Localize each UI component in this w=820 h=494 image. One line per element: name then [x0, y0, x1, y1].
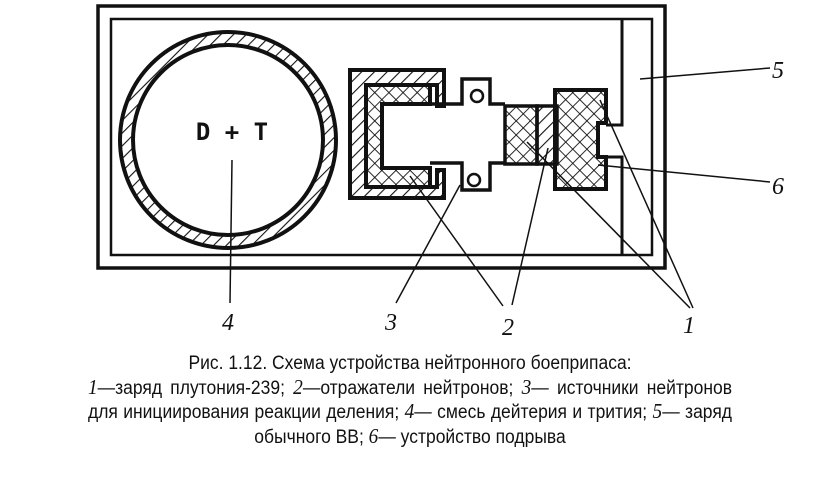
caption-item-2: —отражатели нейтронов;: [302, 377, 514, 399]
callout-5: 5: [772, 58, 784, 84]
callout-4: 4: [222, 310, 234, 336]
caption-item-5: — заряд обычного ВВ;: [254, 402, 732, 448]
figure-caption: Рис. 1.12. Схема устройства нейтронного …: [33, 352, 787, 449]
caption-item-6: — устройство подрыва: [378, 426, 566, 448]
callout-1: 1: [683, 313, 695, 339]
caption-num-3: 3: [521, 374, 532, 399]
callout-2: 2: [502, 315, 514, 341]
caption-item-1: —заряд плутония-239;: [97, 377, 285, 399]
caption-item-4: — смесь дейтерия и трития;: [414, 402, 648, 423]
callout-6: 6: [772, 174, 784, 200]
dt-label: D + T: [196, 118, 268, 146]
neutron-source-bottom: [466, 172, 482, 188]
caption-num-6: 6: [368, 423, 379, 448]
caption-title: Рис. 1.12. Схема устройства нейтронного …: [188, 353, 632, 374]
neutron-source-top: [469, 88, 485, 104]
center-body: [430, 77, 505, 192]
caption-num-4: 4: [404, 399, 415, 423]
explosive-charge-lines: [606, 20, 624, 254]
caption-num-2: 2: [293, 374, 303, 399]
caption-item-3: — источники нейтронов для инициирования …: [87, 377, 733, 424]
plutonium-charge: [503, 104, 559, 166]
caption-num-1: 1: [87, 374, 98, 399]
hollow-shell: [348, 68, 446, 200]
caption-num-5: 5: [652, 399, 663, 423]
callout-3: 3: [384, 310, 397, 336]
casing: [96, 4, 667, 270]
neutron-weapon-diagram: D + T 5 6 4 3 2 1: [96, 4, 784, 341]
detonator: [553, 88, 608, 191]
leader-lines: [229, 67, 771, 309]
dt-sphere: D + T: [118, 30, 338, 250]
